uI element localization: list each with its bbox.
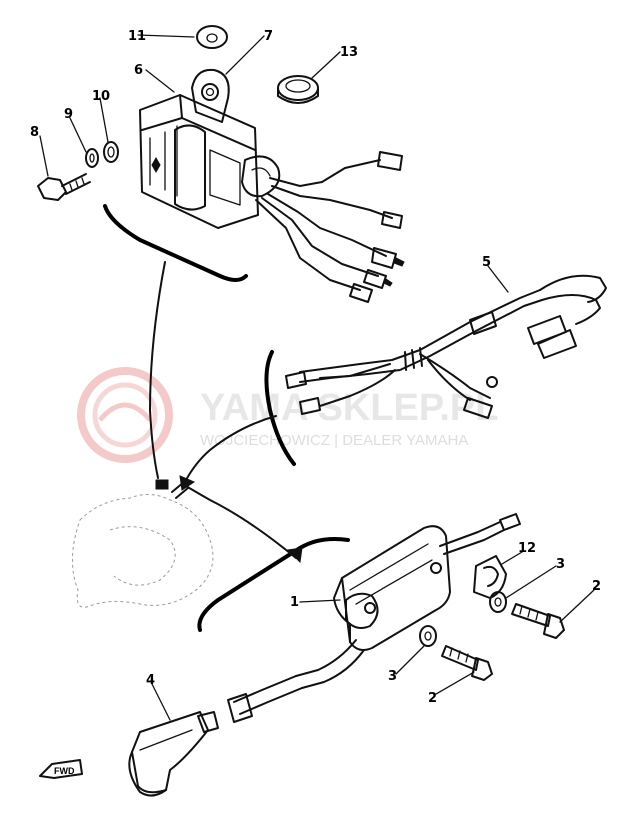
watermark: YAMA SKLEP.PL WOJCIECHOWICZ | DEALER YAM… — [77, 367, 498, 463]
leader-bottom — [185, 485, 297, 559]
grommet-13 — [277, 75, 319, 104]
leader-arrowhead — [286, 547, 303, 564]
forward-direction-icon: FWD — [39, 759, 83, 779]
callout-12: 12 — [518, 541, 536, 556]
wire-harness — [285, 274, 607, 419]
watermark-subtitle: WOJCIECHOWICZ | DEALER YAMAHA — [200, 432, 468, 449]
washer-9 — [85, 148, 99, 168]
callout-1: 1 — [290, 595, 299, 610]
callout-13: 13 — [340, 45, 358, 60]
leader-top — [149, 261, 166, 479]
mounting-point — [155, 475, 196, 499]
bracket-middle — [264, 350, 296, 466]
grommet-11 — [196, 25, 228, 49]
callout-3-left: 3 — [388, 669, 397, 684]
callout-10: 10 — [92, 89, 110, 104]
callout-9: 9 — [64, 107, 73, 122]
callout-6: 6 — [134, 63, 143, 78]
bracket-top — [103, 204, 248, 282]
washer-3-left — [419, 625, 437, 647]
bolt-2-left — [441, 645, 493, 681]
bolt-2-right — [511, 603, 565, 639]
forward-label: FWD — [54, 766, 75, 776]
leader-middle — [185, 415, 277, 481]
bracket-bottom — [197, 537, 350, 632]
engine-outline-ghost — [71, 494, 214, 608]
callout-leaders — [39, 34, 595, 721]
watermark-title: YAMA SKLEP.PL — [200, 387, 498, 429]
callout-8: 8 — [30, 125, 39, 140]
washer-10 — [103, 141, 119, 163]
callout-2-right: 2 — [592, 579, 601, 594]
cdi-wire-leads — [255, 151, 405, 303]
bolt-8 — [37, 173, 91, 201]
spark-plug-cap-4 — [128, 711, 219, 797]
callout-5: 5 — [482, 255, 491, 270]
callout-11: 11 — [128, 29, 146, 44]
callout-2-left: 2 — [428, 691, 437, 706]
yamaha-tuning-fork-logo-icon — [77, 367, 173, 463]
callout-7: 7 — [264, 29, 273, 44]
hv-cable — [227, 675, 303, 723]
washer-3-right — [489, 591, 507, 613]
cdi-unit — [139, 68, 281, 229]
ignition-coil — [295, 513, 521, 689]
callout-3-right: 3 — [556, 557, 565, 572]
callout-4: 4 — [146, 673, 155, 688]
